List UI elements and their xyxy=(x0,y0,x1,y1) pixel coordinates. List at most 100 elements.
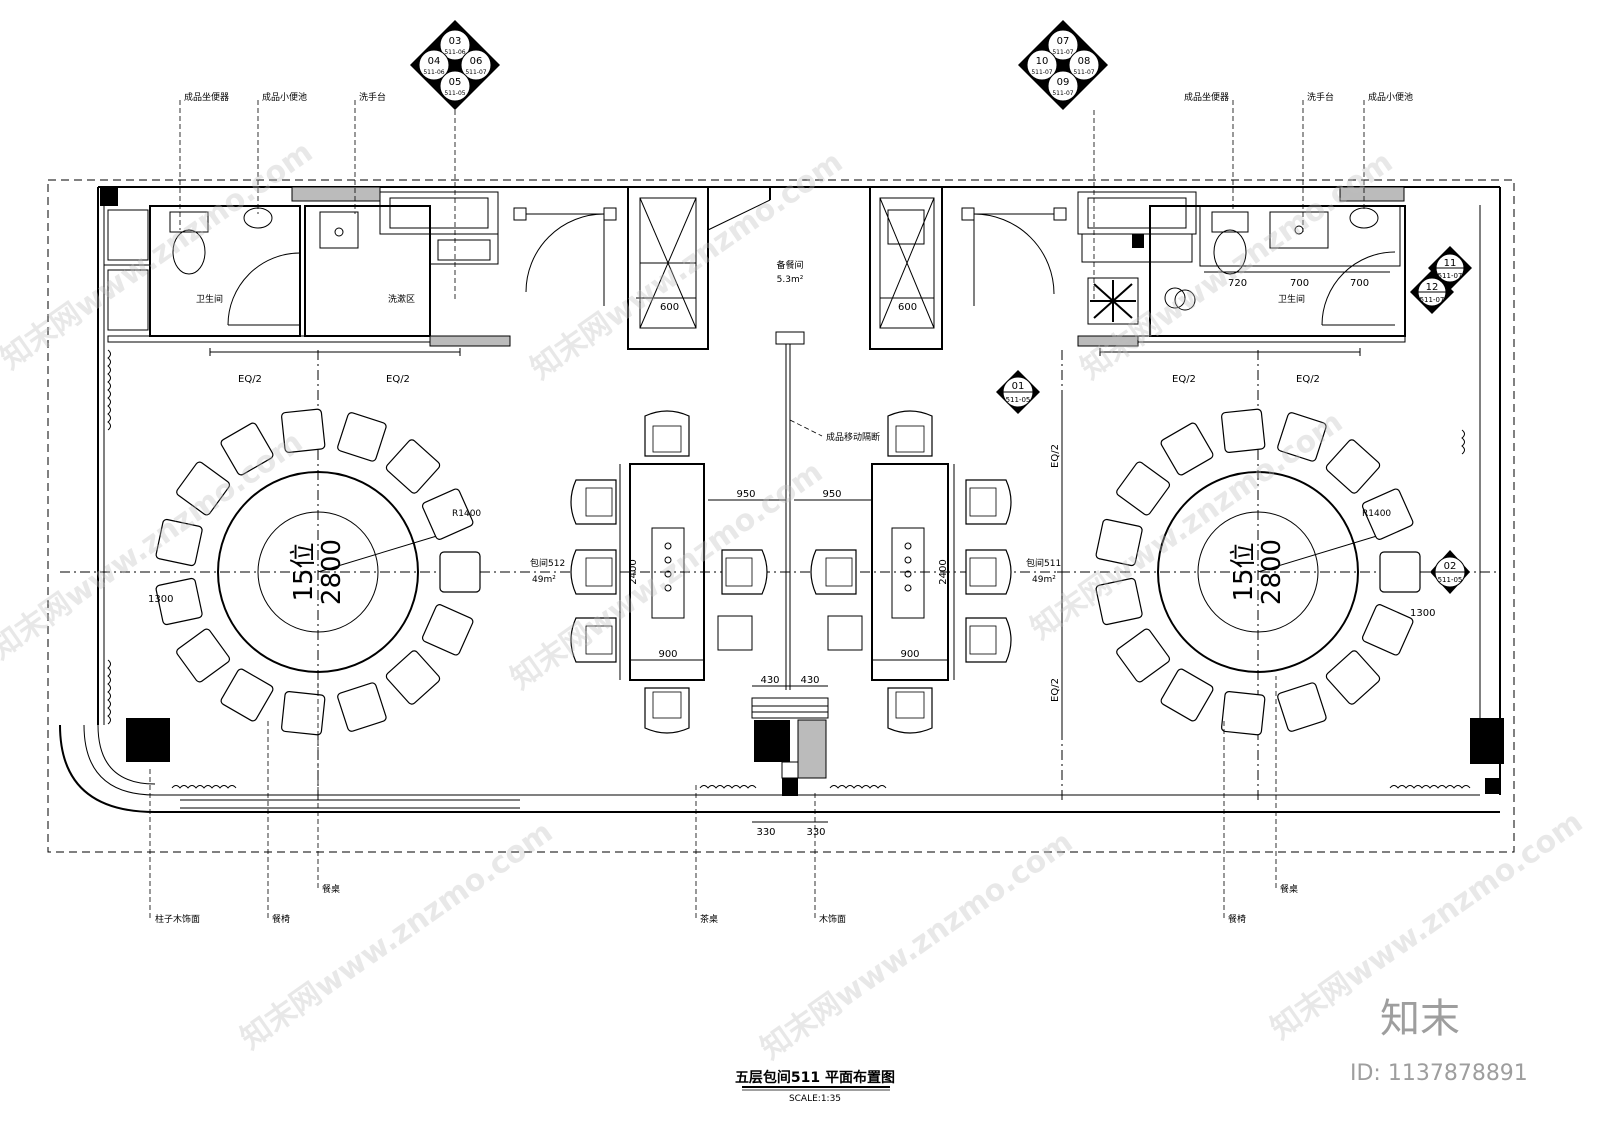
room-pantry-area: 5.3m² xyxy=(777,275,804,285)
index-symbol-right: 07 511-07 10 511-07 08 511-07 09 511-07 xyxy=(1018,20,1108,110)
left-table-chair xyxy=(281,408,326,453)
idx-l-top: 03 xyxy=(449,36,462,47)
room-r-area: 49m² xyxy=(1032,575,1056,585)
idx-11-num: 11 xyxy=(1444,258,1457,269)
curtain xyxy=(1461,429,1465,455)
watermark-8: 知末网www.znzmo.com xyxy=(755,825,1080,1067)
left-table-chair xyxy=(220,668,274,722)
right-table-chair xyxy=(1095,518,1143,567)
chairs-right xyxy=(1095,408,1421,736)
idx-r-right: 08 xyxy=(1078,56,1091,67)
idx-01-ref: 511-05 xyxy=(1006,396,1031,404)
callout-l-urinal: 成品小便池 xyxy=(262,91,307,103)
right-table-chair xyxy=(1095,577,1143,626)
right-table-chair xyxy=(1160,668,1214,722)
dim-600-l: 600 xyxy=(660,302,679,313)
tea-chair xyxy=(644,687,690,734)
callout-wood: 木饰面 xyxy=(819,913,846,925)
dim-600-r: 600 xyxy=(898,302,917,313)
left-table-chair xyxy=(176,628,231,683)
room-wc-right: 卫生间 xyxy=(1278,293,1305,305)
right-table-chair xyxy=(1325,650,1381,705)
dim-1300-l: 1300 xyxy=(148,594,173,605)
idx-l-left: 04 xyxy=(428,56,441,67)
callout-l-basin: 洗手台 xyxy=(359,91,386,103)
tea-chair xyxy=(570,617,617,663)
callout-column: 柱子木饰面 xyxy=(155,913,200,925)
dim-720: 720 xyxy=(1228,278,1247,289)
tea-chair xyxy=(570,479,617,525)
index-symbol-left: 03 511-06 04 511-06 06 511-07 05 511-05 xyxy=(410,20,500,110)
idx-02-ref: 511-05 xyxy=(1438,576,1463,584)
idx-01-num: 01 xyxy=(1012,381,1025,392)
room-pantry: 备餐间 xyxy=(776,259,803,271)
idx-l-top-ref: 511-06 xyxy=(444,49,465,56)
right-table-chair xyxy=(1277,412,1327,462)
index-symbol-02: 02 511-05 xyxy=(1430,550,1470,594)
callout-table-r: 餐桌 xyxy=(1280,883,1298,895)
drawing-scale: SCALE:1:35 xyxy=(789,1094,841,1104)
callout-r-basin: 洗手台 xyxy=(1307,91,1334,103)
dim-1300-r: 1300 xyxy=(1410,608,1435,619)
dim-950-l: 950 xyxy=(736,489,755,500)
dim-2400-l: 2400 xyxy=(628,559,639,584)
left-table-chair xyxy=(439,551,481,593)
dim-330-r: 330 xyxy=(806,827,825,838)
dim-2400-r: 2400 xyxy=(938,559,949,584)
left-restroom-block xyxy=(104,186,511,356)
index-symbol-12: 12 511-07 xyxy=(1410,270,1454,314)
idx-l-left-ref: 511-06 xyxy=(423,69,444,76)
dim-900-r: 900 xyxy=(900,649,919,660)
callout-l-toilet: 成品坐便器 xyxy=(184,91,229,103)
dim-430-l: 430 xyxy=(760,675,779,686)
curtain xyxy=(107,349,111,431)
round-table-left xyxy=(217,471,451,673)
idx-r-right-ref: 511-07 xyxy=(1073,69,1094,76)
table-left-dia: 2800 xyxy=(317,539,347,605)
room-wc-left: 卫生间 xyxy=(196,293,223,305)
tea-chair xyxy=(644,410,690,457)
left-table-chair xyxy=(385,439,441,494)
callout-r-urinal: 成品小便池 xyxy=(1368,91,1413,103)
right-table-chair xyxy=(1277,682,1327,732)
right-table-chair xyxy=(1116,461,1171,516)
left-table-chair xyxy=(337,412,387,462)
room-l-area: 49m² xyxy=(532,575,556,585)
left-table-chair xyxy=(337,682,387,732)
tea-chair xyxy=(887,410,933,457)
callout-r-toilet: 成品坐便器 xyxy=(1184,91,1229,103)
idx-r-left: 10 xyxy=(1036,56,1049,67)
watermark-7: 知末网www.znzmo.com xyxy=(235,815,560,1057)
callout-chair-l: 餐椅 xyxy=(272,913,290,925)
right-table-chair xyxy=(1160,422,1214,476)
partition-cabinet xyxy=(126,697,829,796)
tea-chairs xyxy=(570,410,1012,734)
outer-boundary xyxy=(47,179,1515,853)
left-table-chair xyxy=(220,422,274,476)
tea-chair xyxy=(965,617,1012,663)
left-table-chair xyxy=(421,604,474,656)
tea-table-right xyxy=(827,463,949,681)
right-table-chair xyxy=(1325,439,1381,494)
curtains xyxy=(107,349,1471,789)
table-right-dia: 2800 xyxy=(1257,539,1287,605)
table-left-seats: 15位 xyxy=(289,542,319,601)
tea-chair xyxy=(965,479,1012,525)
left-table-chair xyxy=(155,518,203,567)
dim-eq2-v1: EQ/2 xyxy=(1050,444,1061,468)
dim-eq2-v2: EQ/2 xyxy=(1050,678,1061,702)
dim-eq2-b: EQ/2 xyxy=(386,374,410,385)
dim-700-b: 700 xyxy=(1350,278,1369,289)
leader-lines xyxy=(149,100,1365,918)
idx-12-ref: 511-07 xyxy=(1420,296,1445,304)
right-table-chair xyxy=(1361,488,1414,540)
right-table-chair xyxy=(1221,408,1266,453)
dimension-lines xyxy=(619,271,1390,823)
radius-left: R1400 xyxy=(452,509,481,519)
radius-right: R1400 xyxy=(1362,509,1391,519)
callout-table-l: 餐桌 xyxy=(322,883,340,895)
watermark-4: 知末网www.znzmo.com xyxy=(0,425,309,667)
round-table-right xyxy=(1157,471,1391,673)
image-id: ID: 1137878891 xyxy=(1350,1061,1528,1086)
curtain xyxy=(829,785,887,789)
